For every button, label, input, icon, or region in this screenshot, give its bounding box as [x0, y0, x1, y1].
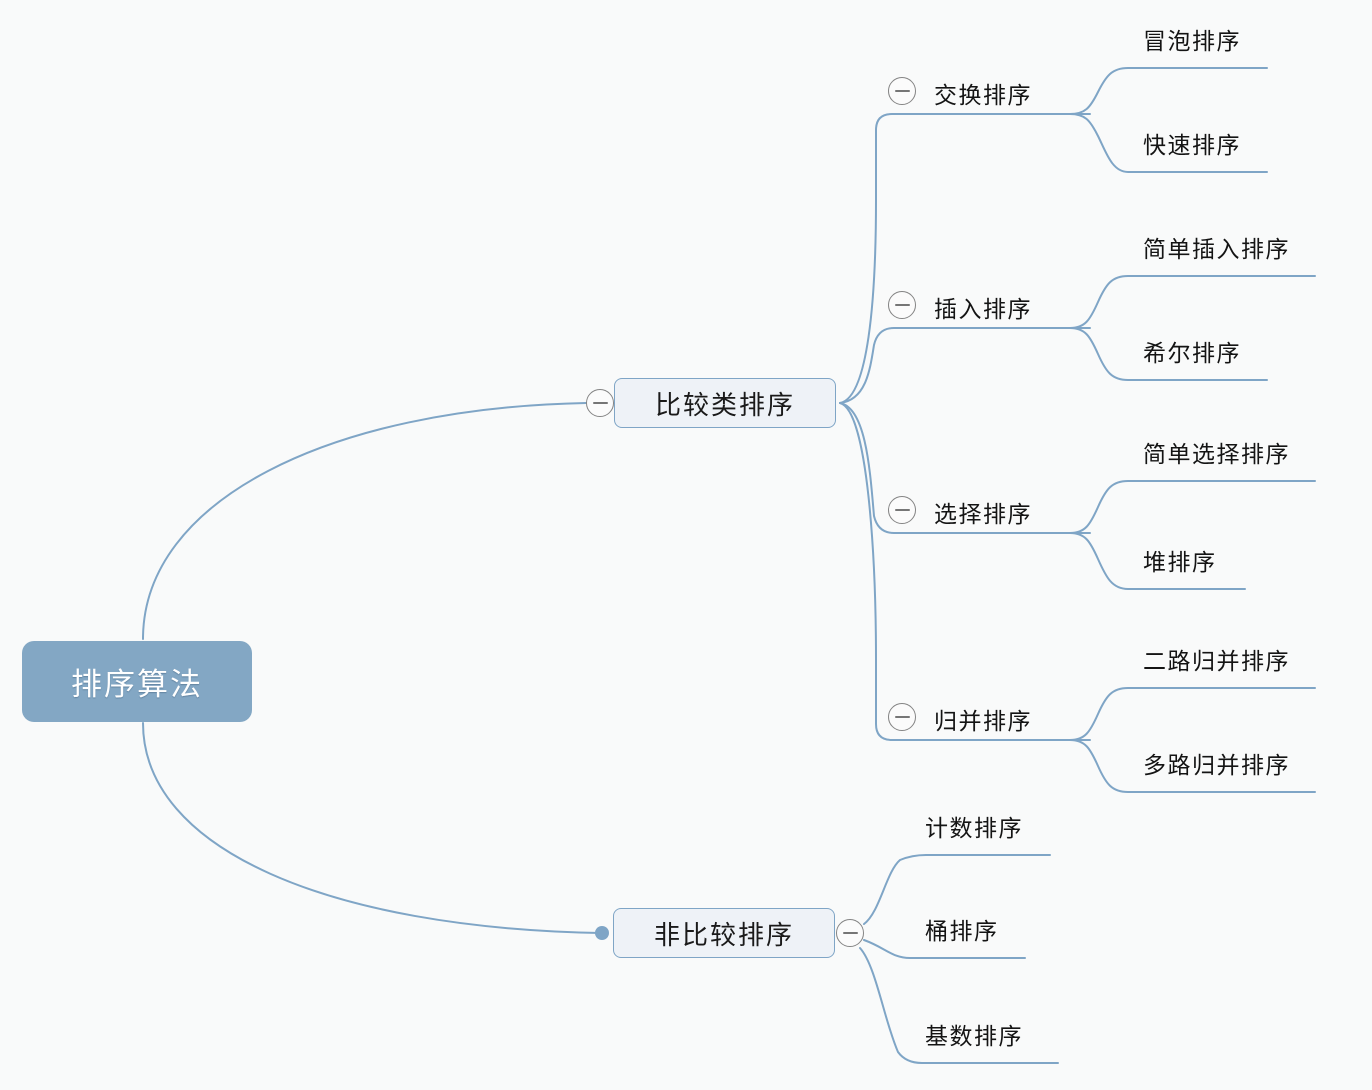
toggle-insert[interactable] — [888, 291, 916, 319]
root-node[interactable]: 排序算法 — [22, 641, 252, 722]
leaf-heap[interactable]: 堆排序 — [1143, 550, 1217, 575]
toggle-merge[interactable] — [888, 703, 916, 731]
minus-icon — [894, 303, 910, 307]
minus-icon — [842, 931, 858, 935]
node-select[interactable]: 选择排序 — [934, 502, 1032, 527]
root-node-label: 排序算法 — [71, 667, 203, 702]
node-compare-label: 比较类排序 — [654, 390, 795, 420]
node-noncompare[interactable]: 非比较排序 — [613, 908, 835, 958]
node-compare[interactable]: 比较类排序 — [614, 378, 836, 428]
leaf-two-way-merge[interactable]: 二路归并排序 — [1143, 649, 1290, 674]
edge-compare-to-insert — [839, 327, 1091, 404]
leaf-bucket[interactable]: 桶排序 — [925, 919, 999, 944]
edge-root-to-compare — [142, 402, 587, 640]
toggle-select[interactable] — [888, 496, 916, 524]
edge-root-to-noncompare — [142, 722, 601, 934]
node-exchange[interactable]: 交换排序 — [934, 83, 1032, 108]
edge-select-to-simpleselect — [1069, 480, 1316, 534]
connector-dot-noncompare — [595, 926, 609, 940]
edge-insert-to-simpleinsert — [1069, 275, 1316, 329]
leaf-bubble[interactable]: 冒泡排序 — [1143, 29, 1241, 54]
leaf-simple-select[interactable]: 简单选择排序 — [1143, 442, 1290, 467]
node-noncompare-label: 非比较排序 — [653, 920, 794, 950]
toggle-compare[interactable] — [586, 389, 614, 417]
leaf-radix[interactable]: 基数排序 — [925, 1024, 1023, 1049]
leaf-counting[interactable]: 计数排序 — [925, 816, 1023, 841]
toggle-exchange[interactable] — [888, 77, 916, 105]
edge-exchange-to-bubble — [1069, 67, 1268, 115]
minus-icon — [894, 508, 910, 512]
leaf-multi-way-merge[interactable]: 多路归并排序 — [1143, 753, 1290, 778]
leaf-shell[interactable]: 希尔排序 — [1143, 341, 1241, 366]
node-merge[interactable]: 归并排序 — [934, 709, 1032, 734]
edge-compare-to-merge — [839, 402, 1091, 741]
edge-merge-to-twoway — [1069, 687, 1316, 741]
minus-icon — [894, 89, 910, 93]
minus-icon — [592, 401, 608, 405]
node-insert[interactable]: 插入排序 — [934, 297, 1032, 322]
leaf-quick[interactable]: 快速排序 — [1143, 133, 1241, 158]
edge-compare-to-exchange — [839, 113, 1091, 404]
minus-icon — [894, 715, 910, 719]
leaf-simple-insert[interactable]: 简单插入排序 — [1143, 237, 1290, 262]
toggle-noncompare[interactable] — [836, 919, 864, 947]
